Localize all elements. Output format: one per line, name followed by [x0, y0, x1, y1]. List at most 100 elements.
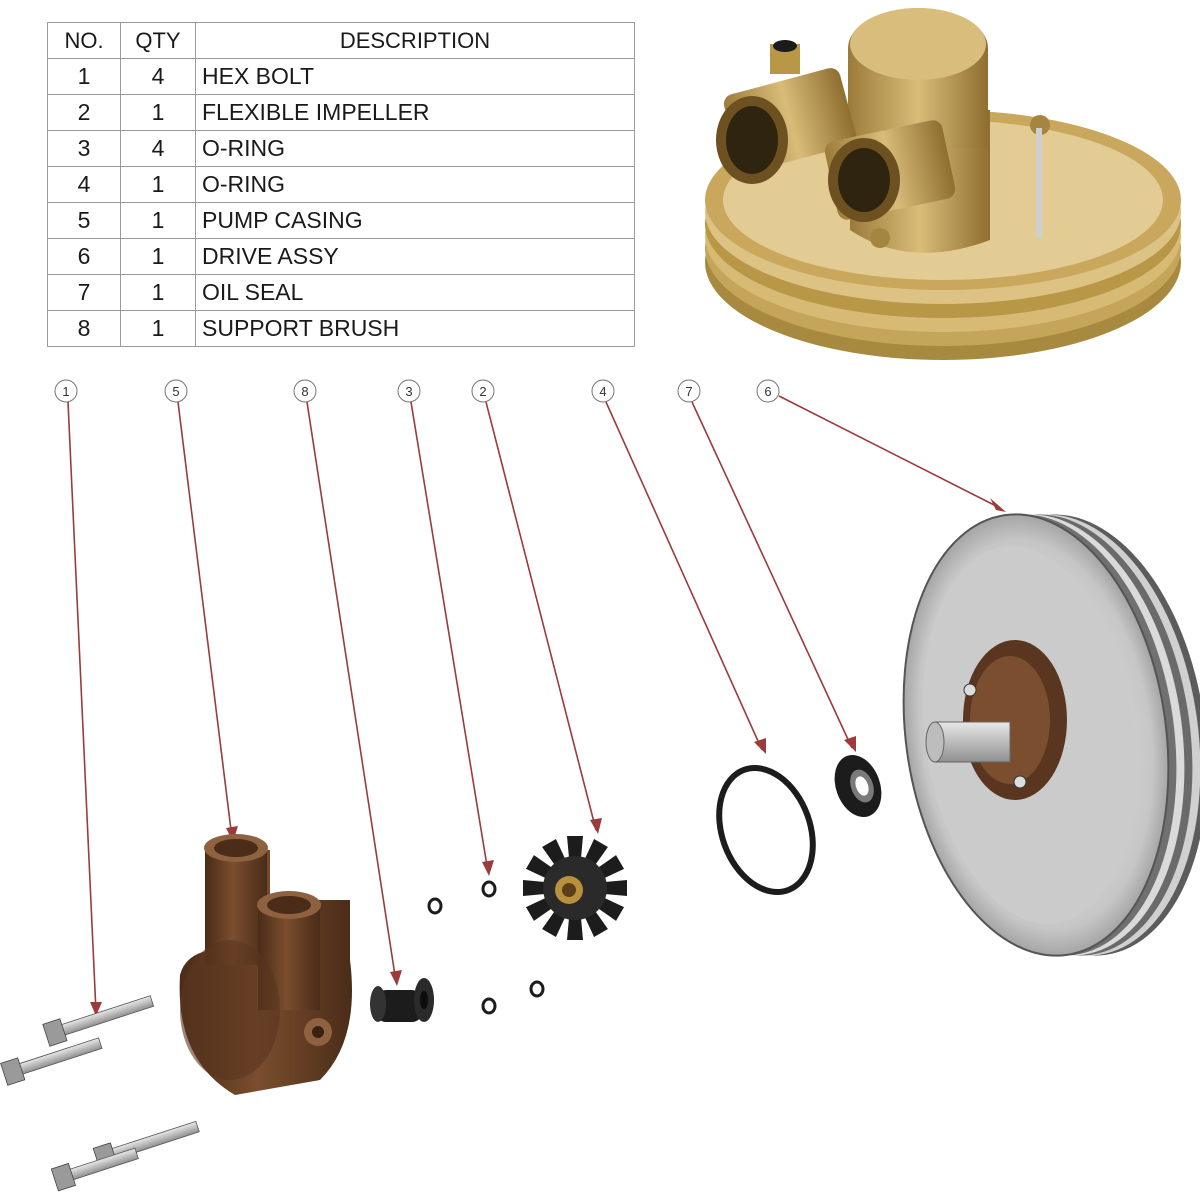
leader-arrow-3 [482, 860, 494, 876]
screw-shape [1030, 115, 1050, 135]
impeller-vane-shape [525, 897, 553, 921]
callout-circle-6 [756, 379, 780, 403]
leader-arrow-8 [390, 970, 402, 986]
impeller-vane-shape [525, 855, 553, 879]
callout-label-4: 4 [599, 384, 606, 399]
callout-circle-2 [471, 379, 495, 403]
table-row: 8 1 SUPPORT BRUSH [47, 310, 635, 347]
impeller-vane-shape [542, 910, 566, 938]
casing-boss-hole-shape [312, 1026, 324, 1038]
leader-line-8 [306, 401, 397, 983]
casing-tube-hole-shape [214, 839, 258, 857]
row-qty: 1 [120, 166, 196, 203]
leader-line-7 [691, 401, 853, 749]
callout-circle-5 [164, 379, 188, 403]
table-row: 7 1 OIL SEAL [47, 274, 635, 311]
row-no: 4 [47, 166, 121, 203]
impeller-vane-shape [567, 918, 583, 940]
row-qty: 1 [120, 310, 196, 347]
drive-hub-face-shape [970, 656, 1050, 784]
row-description: FLEXIBLE IMPELLER [195, 94, 635, 131]
screw-shape [870, 228, 890, 248]
table-row: 3 4 O-RING [47, 130, 635, 167]
impeller-vane-shape [584, 838, 608, 866]
drive-assy-part [902, 513, 1200, 957]
callout-label-2: 2 [479, 384, 486, 399]
impeller-bore-shape [562, 883, 576, 897]
row-description: SUPPORT BRUSH [195, 310, 635, 347]
screw-rod-shape [1036, 128, 1042, 238]
impeller-vane-shape [523, 880, 545, 896]
header-description: DESCRIPTION [195, 22, 635, 59]
table-row: 2 1 FLEXIBLE IMPELLER [47, 94, 635, 131]
brush-hole-shape [420, 991, 428, 1009]
drive-shaft-shape [934, 721, 1011, 763]
row-qty: 1 [120, 202, 196, 239]
leader-line-5 [177, 401, 233, 839]
bolt-shank-shape [17, 1037, 103, 1076]
hub-bolt-shape [963, 683, 977, 697]
hub-bolt-shape [1013, 775, 1027, 789]
callout-label-3: 3 [405, 384, 412, 399]
row-no: 2 [47, 94, 121, 131]
header-no: NO. [47, 22, 121, 59]
callout-label-8: 8 [301, 384, 308, 399]
small-o-ring-shape [529, 980, 545, 998]
inlet-hole-shape [838, 148, 890, 212]
parts-table: NO. QTY DESCRIPTION 1 4 HEX BOLT 2 1 FLE… [47, 22, 635, 347]
row-no: 5 [47, 202, 121, 239]
bolt-shank-shape [59, 995, 155, 1037]
small-o-ring-shape [481, 997, 497, 1015]
row-qty: 4 [120, 130, 196, 167]
leader-arrow-5 [226, 826, 238, 842]
row-qty: 1 [120, 274, 196, 311]
leader-arrow-2 [590, 818, 602, 834]
row-description: O-RING [195, 166, 635, 203]
leader-line-6 [778, 395, 1001, 509]
callout-group: 1 5 8 3 2 4 7 6 [54, 379, 1006, 1016]
leader-line-3 [410, 401, 489, 873]
leader-line-1 [67, 401, 97, 1013]
header-qty: QTY [120, 22, 196, 59]
impeller-vane-shape [542, 838, 566, 866]
leader-arrow-1 [90, 1002, 102, 1016]
bolt-head-shape [0, 1057, 26, 1086]
large-o-ring-part [716, 765, 816, 895]
callout-label-1: 1 [62, 384, 69, 399]
oil-seal-part [834, 755, 882, 817]
brush-body-shape [376, 990, 422, 1022]
table-row: 5 1 PUMP CASING [47, 202, 635, 239]
impeller-vane-shape [605, 880, 627, 896]
casing-shadow-shape [180, 940, 280, 1080]
leader-arrow-6 [990, 498, 1006, 512]
callout-label-5: 5 [172, 384, 179, 399]
row-no: 8 [47, 310, 121, 347]
callout-label-7: 7 [685, 384, 692, 399]
impeller-vane-shape [567, 836, 583, 858]
impeller-vane-shape [584, 910, 608, 938]
leader-line-2 [485, 401, 597, 831]
leader-arrow-4 [754, 738, 766, 754]
leader-line-4 [605, 401, 763, 751]
impeller-vane-shape [597, 897, 625, 921]
oil-seal-hole-shape [855, 776, 869, 796]
assembled-pump-image [705, 8, 1181, 360]
small-o-ring-shape [481, 880, 497, 898]
casing-tube-hole-shape [267, 896, 311, 914]
small-o-rings-part [427, 880, 545, 1015]
pump-cap-top-shape [850, 8, 986, 80]
table-row: 4 1 O-RING [47, 166, 635, 203]
bolt-head-shape [50, 1162, 77, 1192]
support-brush-part [370, 978, 434, 1022]
row-description: OIL SEAL [195, 274, 635, 311]
flexible-impeller-part [523, 836, 627, 940]
hex-bolt-part [0, 995, 200, 1192]
bolt-head-shape [42, 1018, 68, 1047]
brush-flange-shape [370, 986, 386, 1022]
pump-casing-part [179, 834, 352, 1095]
row-description: HEX BOLT [195, 58, 635, 95]
row-description: O-RING [195, 130, 635, 167]
row-qty: 1 [120, 238, 196, 275]
outlet-hole-shape [726, 106, 778, 174]
